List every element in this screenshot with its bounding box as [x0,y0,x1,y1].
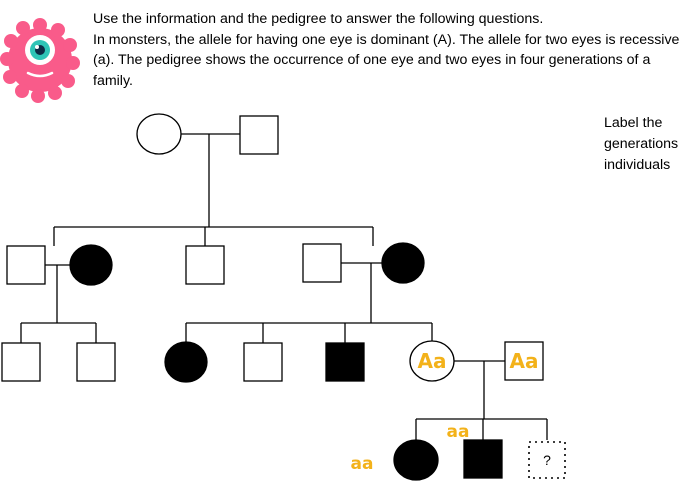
side-note-line-2: generations [604,136,679,152]
side-note-line-3: individuals [604,157,671,173]
gen1-female-unaffected [136,113,182,155]
side-note-line-1: Label the [604,115,663,131]
genotype-label-gen3-male: Aa [510,349,539,373]
gen4-unknown-symbol [528,441,566,479]
gen3-male-affected [325,342,365,382]
gen3-male-unaffected [504,341,544,381]
instructions-line-2: In monsters, the allele for having one e… [93,31,680,89]
gen3-male-unaffected [1,342,41,382]
unknown-question-mark: ? [543,452,551,468]
gen4-male-affected [463,439,503,479]
instructions: Use the information and the pedigree to … [93,9,685,91]
gen1-male-unaffected [239,115,279,155]
gen2-male-unaffected [185,245,225,285]
monster-mascot [0,18,80,103]
gen2-male-unaffected [6,245,46,285]
instructions-line-1: Use the information and the pedigree to … [93,11,544,27]
gen3-female-unaffected [409,340,455,382]
gen4-female-affected [393,439,439,481]
gen3-female-affected [164,341,208,383]
gen2-male-unaffected [302,243,342,283]
genotype-label-gen4-male: aa [447,422,470,442]
genotype-label-gen4-female: aa [351,454,374,474]
gen2-female-affected [381,242,425,284]
gen3-male-unaffected [76,342,116,382]
gen2-female-affected [69,244,113,286]
gen3-male-unaffected [243,342,283,382]
genotype-label-gen3-female: Aa [418,349,447,373]
side-note: Label the generations individuals [604,113,685,176]
